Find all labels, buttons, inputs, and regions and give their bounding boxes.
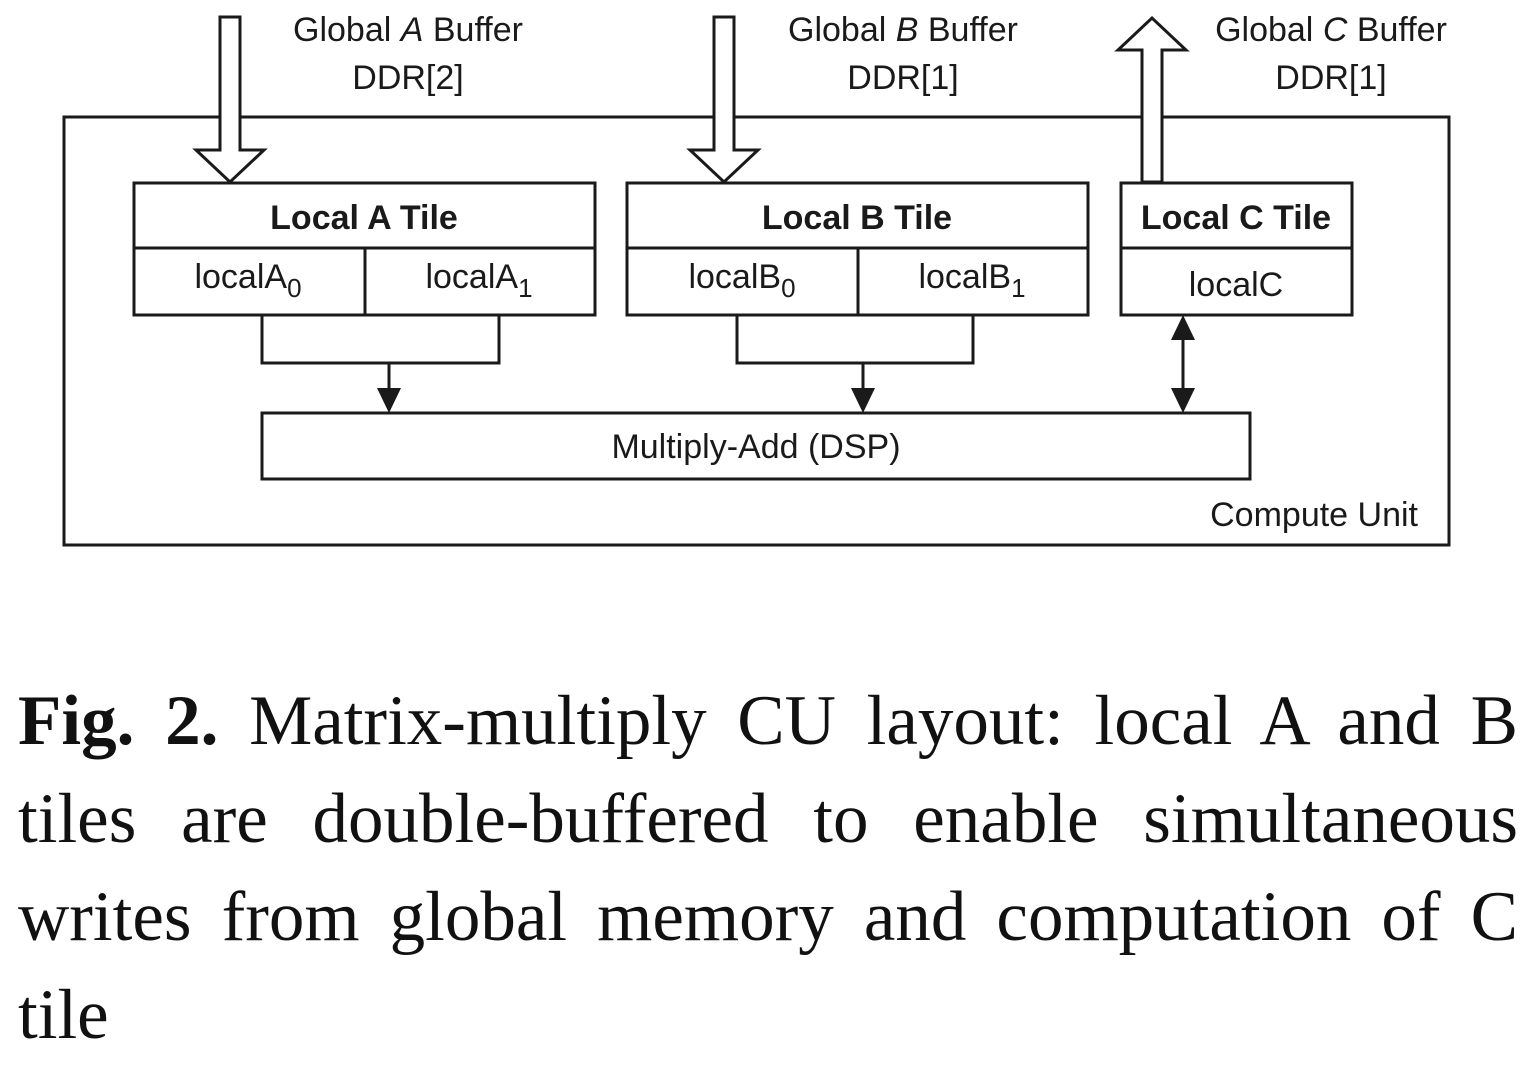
local-c-tile: Local C Tile localC <box>1119 181 1354 317</box>
local-b0-buffer: localB0 <box>688 258 795 303</box>
svg-text:Global C Buffer: Global C Buffer <box>1215 11 1447 49</box>
local-a-tile-title: Local A Tile <box>270 199 458 237</box>
a-tile-to-dsp-arrow <box>260 315 501 413</box>
dsp-label: Multiply-Add (DSP) <box>611 428 900 466</box>
global-b-in-arrow <box>686 15 762 185</box>
c-tile-dsp-bidirectional-arrow <box>1171 315 1195 413</box>
local-a-tile: Local A Tile localA0 localA1 <box>132 181 597 317</box>
svg-text:Global B Buffer: Global B Buffer <box>788 11 1018 49</box>
global-a-buffer-label: Global A Buffer DDR[2] <box>293 11 523 97</box>
global-c-out-arrow <box>1114 15 1190 184</box>
svg-text:DDR[1]: DDR[1] <box>1275 59 1386 97</box>
compute-unit-label: Compute Unit <box>1210 496 1418 534</box>
local-a1-buffer: localA1 <box>425 258 532 303</box>
local-b-tile-title: Local B Tile <box>762 199 952 237</box>
svg-text:Global A Buffer: Global A Buffer <box>293 11 523 49</box>
global-a-in-arrow <box>192 15 268 185</box>
figure-caption: Fig. 2. Matrix-multiply CU layout: local… <box>18 672 1518 1064</box>
caption-text: Matrix-multiply CU layout: local A and B… <box>18 682 1519 1054</box>
local-b-tile: Local B Tile localB0 localB1 <box>625 181 1090 317</box>
figure-number: Fig. 2. <box>18 682 219 760</box>
global-b-buffer-label: Global B Buffer DDR[1] <box>788 11 1018 97</box>
local-c-tile-title: Local C Tile <box>1141 199 1331 237</box>
local-a0-buffer: localA0 <box>194 258 301 303</box>
global-c-buffer-label: Global C Buffer DDR[1] <box>1215 11 1447 97</box>
compute-unit-box <box>62 115 1451 547</box>
local-c-buffer: localC <box>1189 266 1283 304</box>
cu-layout-diagram: Global A Buffer DDR[2] Global B Buffer D… <box>62 11 1451 547</box>
multiply-add-dsp-block: Multiply-Add (DSP) <box>260 411 1252 481</box>
local-b1-buffer: localB1 <box>918 258 1025 303</box>
svg-text:DDR[1]: DDR[1] <box>847 59 958 97</box>
svg-text:DDR[2]: DDR[2] <box>352 59 463 97</box>
b-tile-to-dsp-arrow <box>735 315 975 413</box>
